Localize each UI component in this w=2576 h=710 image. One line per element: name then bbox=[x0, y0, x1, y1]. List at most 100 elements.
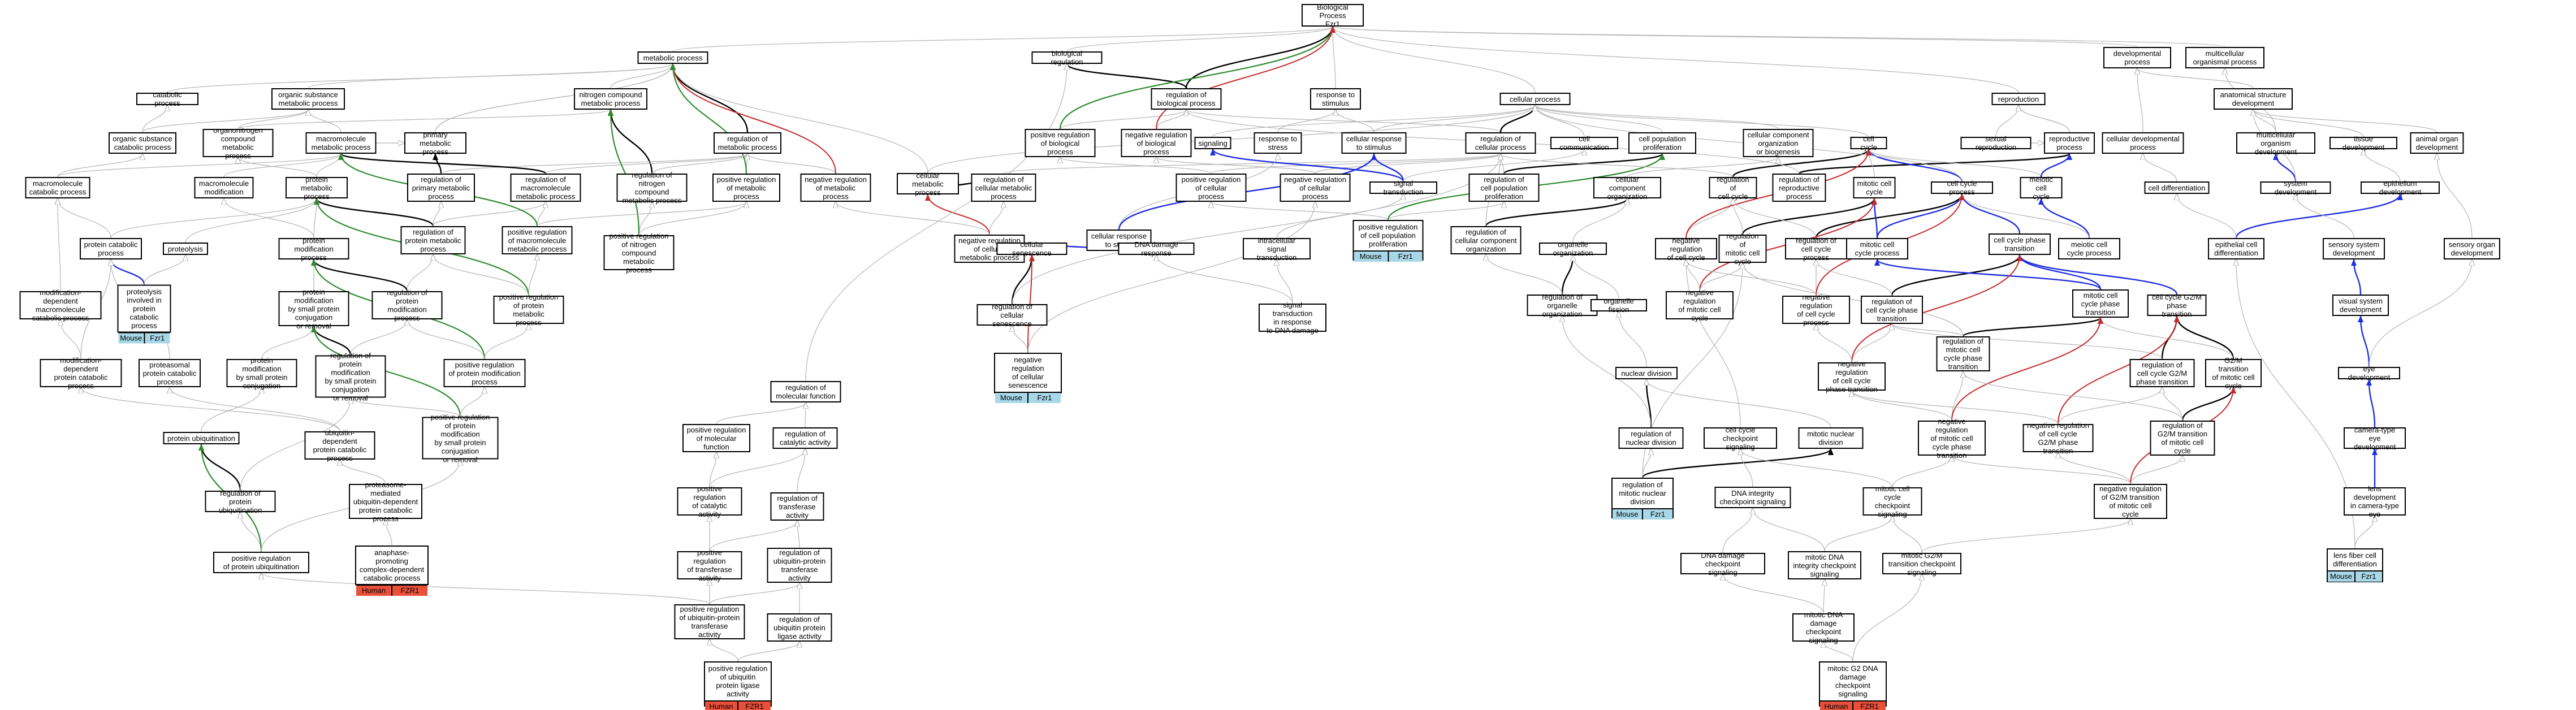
node-regcompog[interactable]: regulation of cellular component organiz… bbox=[1450, 226, 1522, 254]
node-negregg2mmit[interactable]: negative regulation of G2/M transition o… bbox=[2094, 484, 2167, 519]
node-eyedev[interactable]: eye development bbox=[2338, 365, 2400, 382]
node-mitccproc[interactable]: mitotic cell cycle process bbox=[1846, 238, 1908, 259]
node-regorgorg[interactable]: regulation of organelle organization bbox=[1527, 293, 1598, 318]
node-tissuedev[interactable]: tissue development bbox=[2329, 135, 2397, 151]
node-negregccproc[interactable]: negative regulation of cell cycle proces… bbox=[1782, 293, 1850, 327]
node-posregubiact[interactable]: positive regulation of ubiquitin-protein… bbox=[674, 604, 745, 639]
node-resp[interactable]: response to stimulus bbox=[1310, 88, 1361, 110]
node-orgfission[interactable]: organelle fission bbox=[1590, 297, 1647, 314]
node-regccproc[interactable]: regulation of cell cycle process bbox=[1785, 236, 1847, 262]
node-orgsub[interactable]: organic substance metabolic process bbox=[271, 88, 345, 110]
node-nitro[interactable]: nitrogen compound metabolic process bbox=[574, 88, 647, 110]
node-protmediated[interactable]: proteasome-mediated ubiquitin-dependent … bbox=[349, 480, 422, 523]
node-macromod[interactable]: macromolecule modification bbox=[194, 177, 254, 198]
node-negregcellsen[interactable]: negative regulation of cellular senescen… bbox=[994, 353, 1062, 403]
node-regcell[interactable]: regulation of cellular process bbox=[1465, 132, 1536, 154]
node-cellmet[interactable]: cellular metabolic process bbox=[897, 171, 959, 197]
node-cellsen[interactable]: cellular senescence bbox=[996, 240, 1067, 257]
node-regmacromet[interactable]: regulation of macromolecule metabolic pr… bbox=[510, 174, 581, 202]
node-regmitcc[interactable]: regulation of mitotic cell cycle bbox=[1718, 232, 1767, 266]
node-moddepprot[interactable]: modification-dependent protein catabolic… bbox=[40, 356, 122, 390]
node-epithdev[interactable]: epithelium development bbox=[2361, 179, 2440, 196]
node-mitdnadam[interactable]: mitotic DNA damage checkpoint signaling bbox=[1792, 611, 1855, 644]
node-regcellsen[interactable]: regulation of cellular senescence bbox=[976, 302, 1048, 328]
node-cellcomm[interactable]: cell communication bbox=[1550, 135, 1618, 151]
node-mitcc[interactable]: mitotic cell cycle bbox=[1853, 177, 1896, 198]
node-organonit[interactable]: organonitrogen compound metabolic proces… bbox=[202, 126, 274, 160]
node-meiocc[interactable]: meiotic cell cycle bbox=[2020, 175, 2063, 201]
node-posregprotmet[interactable]: positive regulation of protein metabolic… bbox=[493, 293, 564, 327]
node-regmolfunc[interactable]: regulation of molecular function bbox=[770, 381, 841, 402]
node-regnitro[interactable]: regulation of nitrogen compound metaboli… bbox=[616, 171, 688, 205]
node-regg2mmit[interactable]: regulation of G2/M transition of mitotic… bbox=[2150, 421, 2215, 456]
node-regcc[interactable]: regulation of cell cycle bbox=[1709, 175, 1757, 201]
node-protcat[interactable]: protein catabolic process bbox=[80, 238, 142, 259]
node-posregcellpop[interactable]: positive regulation of cell population p… bbox=[1352, 220, 1424, 262]
node-intrasig[interactable]: intracellular signal transduction bbox=[1243, 236, 1311, 262]
node-ccorg[interactable]: cellular component organization bbox=[1593, 175, 1661, 201]
node-compog[interactable]: cellular component organization or bioge… bbox=[1743, 129, 1814, 157]
node-epithcelldiff[interactable]: epithelial cell differentiation bbox=[2208, 238, 2264, 259]
node-posregprotmodsmall[interactable]: positive regulation of protein modificat… bbox=[422, 413, 499, 464]
node-apc[interactable]: anaphase-promoting complex-dependent cat… bbox=[355, 546, 429, 596]
node-ccproc[interactable]: cell cycle process bbox=[1931, 179, 1993, 196]
node-cellproc[interactable]: cellular process bbox=[1499, 93, 1571, 105]
node-meioccproc[interactable]: meiotic cell cycle process bbox=[2058, 238, 2120, 259]
node-regccg2m[interactable]: regulation of cell cycle G2/M phase tran… bbox=[2129, 359, 2195, 387]
node-negregcellproc[interactable]: negative regulation of cellular process bbox=[1280, 174, 1351, 202]
node-g2mmit[interactable]: G2/M transition of mitotic cell cycle bbox=[2205, 356, 2262, 390]
node-macrocat[interactable]: macromolecule catabolic process bbox=[25, 177, 90, 198]
node-mitccchecksig[interactable]: mitotic cell cycle checkpoint signaling bbox=[1862, 484, 1922, 518]
node-visualdev[interactable]: visual system development bbox=[2332, 295, 2389, 316]
node-primmet[interactable]: primary metabolic process bbox=[404, 131, 466, 156]
node-regprotubi[interactable]: regulation of protein ubiquitination bbox=[205, 489, 276, 514]
node-regcellmet[interactable]: regulation of cellular metabolic process bbox=[971, 174, 1036, 202]
node-protmod[interactable]: protein modification process bbox=[278, 236, 349, 262]
node-regubiact[interactable]: regulation of ubiquitin-protein transfer… bbox=[767, 548, 832, 583]
node-anatdev[interactable]: anatomical structure development bbox=[2214, 88, 2293, 110]
node-mitg2dna[interactable]: mitotic G2 DNA damage checkpoint signali… bbox=[1819, 661, 1887, 710]
node-dnadamcheck[interactable]: DNA damage checkpoint signaling bbox=[1680, 551, 1765, 577]
node-regnucdiv[interactable]: regulation of nuclear division bbox=[1618, 427, 1684, 449]
node-regprotmet[interactable]: regulation of protein metabolic process bbox=[400, 226, 466, 254]
node-ccchecksig[interactable]: cell cycle checkpoint signaling bbox=[1704, 426, 1777, 451]
node-cameraeye[interactable]: camera-type eye development bbox=[2344, 426, 2406, 451]
node-posregprotmod[interactable]: positive regulation of protein modificat… bbox=[443, 359, 526, 387]
node-devproc[interactable]: developmental process bbox=[2103, 47, 2171, 68]
node-regtransact[interactable]: regulation of transferase activity bbox=[770, 492, 824, 521]
node-cellpop[interactable]: cell population proliferation bbox=[1628, 132, 1696, 154]
node-regprotmodsmall[interactable]: regulation of protein modification by sm… bbox=[315, 351, 386, 402]
node-posregtransact[interactable]: positive regulation of transferase activ… bbox=[677, 548, 742, 582]
node-mitccphase[interactable]: mitotic cell cycle phase transition bbox=[2072, 289, 2129, 318]
node-posregcatact[interactable]: positive regulation of catalytic activit… bbox=[677, 484, 742, 518]
node-animalorg[interactable]: animal organ development bbox=[2410, 132, 2464, 154]
node-posregmet[interactable]: positive regulation of metabolic process bbox=[712, 174, 780, 202]
node-regmetab[interactable]: regulation of metabolic process bbox=[714, 132, 781, 154]
node-repproc[interactable]: reproductive process bbox=[2044, 132, 2095, 154]
node-regcellpop[interactable]: regulation of cell population proliferat… bbox=[1468, 174, 1540, 202]
node-negregccg2m[interactable]: negative regulation of cell cycle G2/M p… bbox=[2022, 421, 2094, 455]
node-posregprotubi[interactable]: positive regulation of protein ubiquitin… bbox=[213, 552, 309, 573]
node-resptostress[interactable]: response to stress bbox=[1254, 132, 1302, 154]
node-negregccphase[interactable]: negative regulation of cell cycle phase … bbox=[1818, 360, 1886, 393]
node-negregcc[interactable]: negative regulation of cell cycle bbox=[1655, 236, 1717, 262]
node-posregnitro[interactable]: positive regulation of nitrogen compound… bbox=[603, 232, 675, 274]
node-bp[interactable]: Biological Process Fzr1 bbox=[1302, 3, 1364, 28]
node-catab[interactable]: catabolic process bbox=[136, 90, 198, 107]
node-sigtrans[interactable]: signal transduction bbox=[1369, 179, 1437, 196]
node-proteolysis[interactable]: proteolysis bbox=[163, 243, 208, 255]
node-mitnucdiv[interactable]: mitotic nuclear division bbox=[1798, 427, 1864, 449]
node-cellcycle[interactable]: cell cycle bbox=[1850, 135, 1887, 151]
node-reproduction[interactable]: reproduction bbox=[1991, 93, 2046, 105]
node-protubi[interactable]: protein ubiquitination bbox=[163, 432, 240, 444]
node-protmet[interactable]: protein metabolic process bbox=[286, 175, 348, 201]
node-multdev[interactable]: multicellular organism development bbox=[2236, 131, 2315, 156]
node-negregmitcc[interactable]: negative regulation of mitotic cell cycl… bbox=[1666, 288, 1734, 322]
node-posregmolfunc[interactable]: positive regulation of molecular functio… bbox=[682, 424, 750, 452]
node-nucdiv[interactable]: nuclear division bbox=[1615, 367, 1678, 379]
node-regprotmod[interactable]: regulation of protein modification proce… bbox=[371, 288, 443, 322]
node-posregubiligase[interactable]: positive regulation of ubiquitin protein… bbox=[704, 661, 772, 710]
node-negregmitccphase[interactable]: negative regulation of mitotic cell cycl… bbox=[1918, 417, 1986, 460]
